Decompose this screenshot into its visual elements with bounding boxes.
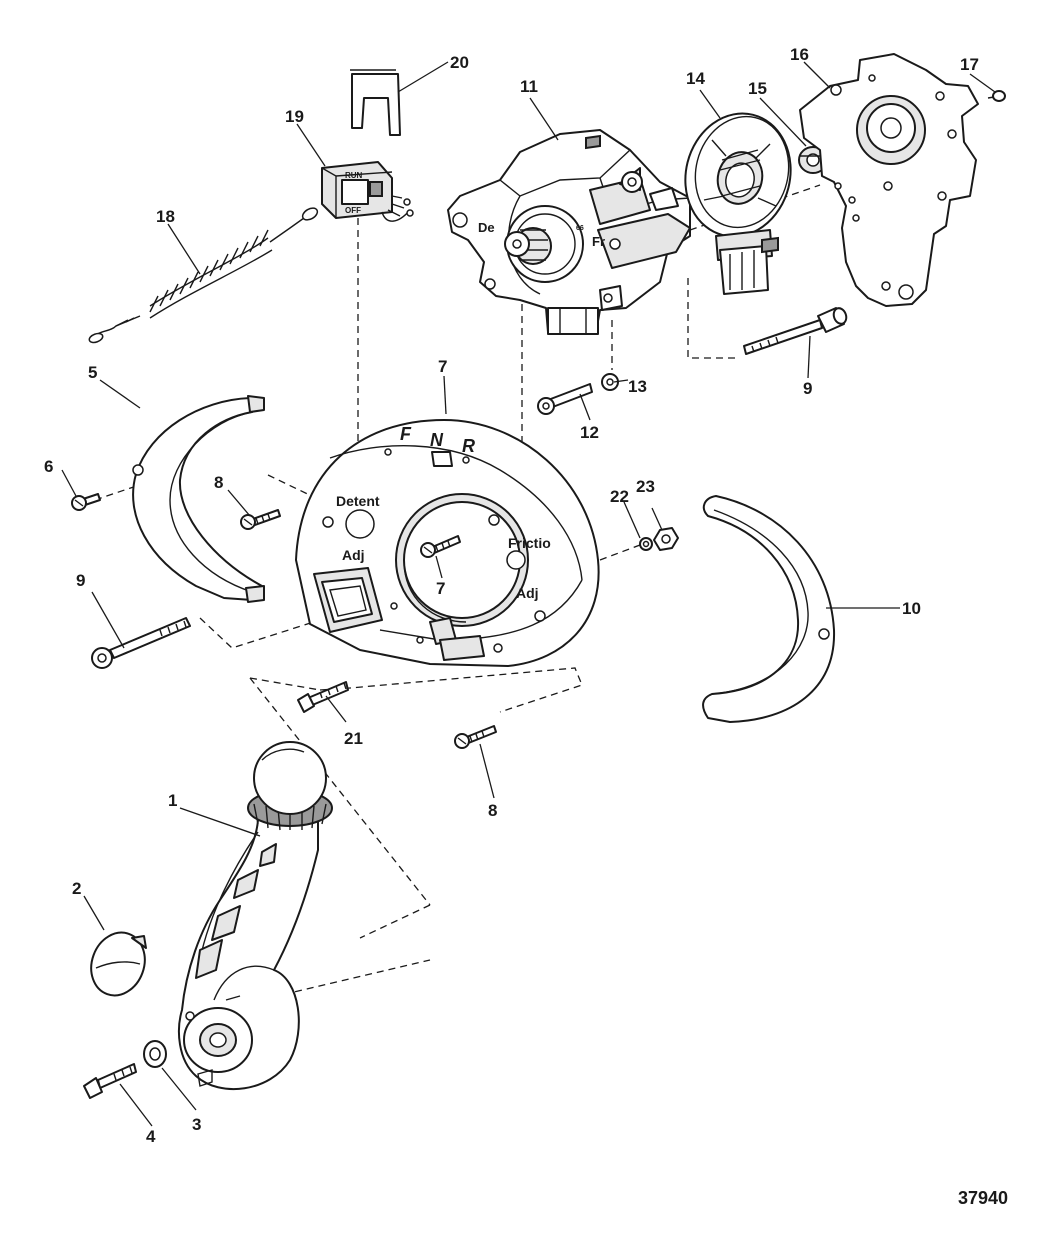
callout-22: 22 <box>610 487 629 506</box>
part-13-washer <box>601 373 619 391</box>
part-23-nut <box>653 527 679 551</box>
run-marking: RUN <box>345 171 363 180</box>
callout-8-upper: 8 <box>214 473 223 492</box>
callout-14: 14 <box>686 69 705 88</box>
part-19-lanyard-stop-switch: RUN OFF <box>321 161 414 222</box>
part-5-left-cover <box>132 395 265 603</box>
callout-19: 19 <box>285 107 304 126</box>
adj-left-marking: Adj <box>342 547 365 563</box>
adj-right-marking: Adj <box>516 585 539 601</box>
de-marking: De <box>478 220 495 235</box>
callout-23: 23 <box>636 477 655 496</box>
callout-9-top: 9 <box>803 379 812 398</box>
part-20-retaining-clip <box>350 69 401 136</box>
callout-4: 4 <box>146 1127 156 1146</box>
callout-6: 6 <box>44 457 53 476</box>
callout-8-lower: 8 <box>488 801 497 820</box>
callout-15: 15 <box>748 79 767 98</box>
callout-10: 10 <box>902 599 921 618</box>
callout-11: 11 <box>520 77 538 96</box>
part-18-lanyard-cord <box>88 207 319 344</box>
part-9-bolt-lower <box>91 617 191 669</box>
callout-16: 16 <box>790 45 809 64</box>
callout-9-lower: 9 <box>76 571 85 590</box>
part-1-control-handle <box>177 741 333 1090</box>
callout-20: 20 <box>450 53 469 72</box>
callout-13: 13 <box>628 377 647 396</box>
callout-3: 3 <box>192 1115 201 1134</box>
reverse-marking: R <box>462 436 475 456</box>
part-4-bolt <box>83 1063 137 1099</box>
callout-leader-lines <box>61 61 996 1127</box>
neutral-marking: N <box>430 430 444 450</box>
part-9-bolt-top <box>743 307 848 355</box>
part-22-washer <box>639 537 653 551</box>
callout-18: 18 <box>156 207 175 226</box>
callout-7-inner: 7 <box>436 579 445 598</box>
callout-12: 12 <box>580 423 599 442</box>
part-16-mounting-plate <box>799 53 979 307</box>
fr-marking: Fr <box>592 234 605 249</box>
off-marking: OFF <box>345 206 361 215</box>
figure-number: 37940 <box>958 1188 1008 1208</box>
part-2-cap <box>90 931 147 997</box>
callout-numbers: 20 19 18 11 14 15 16 17 9 12 13 5 7 6 8 … <box>44 45 979 1146</box>
part-8-screw-lower <box>454 725 497 749</box>
callout-1: 1 <box>168 791 177 810</box>
part-11-electronic-shift-module: De Fr 66 <box>447 129 691 335</box>
friction-marking: Frictio <box>508 535 551 551</box>
forward-marking: F <box>400 424 412 444</box>
callout-5: 5 <box>88 363 97 382</box>
part-12-bolt <box>537 383 593 415</box>
callout-17: 17 <box>960 55 979 74</box>
part-21-bolt <box>297 681 349 713</box>
part-7-screw-inner <box>420 535 461 558</box>
part-10-right-cover <box>702 495 836 723</box>
callout-21: 21 <box>344 729 363 748</box>
part-17-screw <box>987 90 1006 102</box>
module-code-marking: 66 <box>576 225 584 232</box>
part-3-washer <box>143 1040 167 1068</box>
part-8-screw-upper <box>240 509 281 530</box>
part-6-screw <box>71 493 101 511</box>
callout-2: 2 <box>72 879 81 898</box>
part-14-position-sensor <box>684 112 792 295</box>
callout-7-top: 7 <box>438 357 447 376</box>
detent-marking: Detent <box>336 493 380 509</box>
